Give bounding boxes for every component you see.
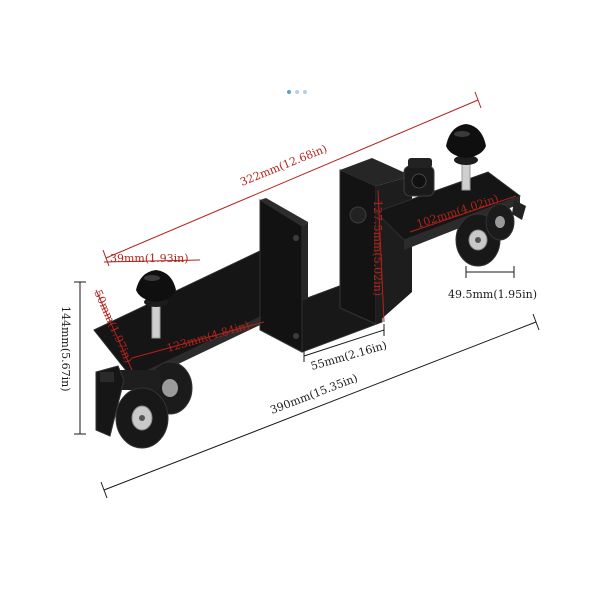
dim-overall-top: 322mm(12.68in)	[238, 142, 329, 189]
wheel-right	[455, 200, 526, 267]
center-upright-front	[339, 169, 377, 325]
dim-center-upright: 127.5mm(5.02in)	[371, 200, 384, 296]
left-riser	[259, 199, 303, 353]
wheel-brake-lever	[95, 365, 125, 437]
dim-left-knob-offset: 39mm(1.93in)	[110, 252, 189, 265]
star-knob-right	[446, 124, 486, 191]
dim-total-height: 144mm(5.67in)	[59, 306, 72, 392]
dim-right-wheel-gap: 49.5mm(1.95in)	[448, 288, 537, 301]
carousel-dots	[287, 90, 307, 94]
star-knob-left	[136, 270, 176, 339]
dim-overall-bottom: 390mm(15.35in)	[268, 371, 359, 416]
wheel-left-front	[115, 370, 169, 449]
dimension-lines	[74, 91, 540, 499]
center-upright-top	[340, 158, 412, 186]
